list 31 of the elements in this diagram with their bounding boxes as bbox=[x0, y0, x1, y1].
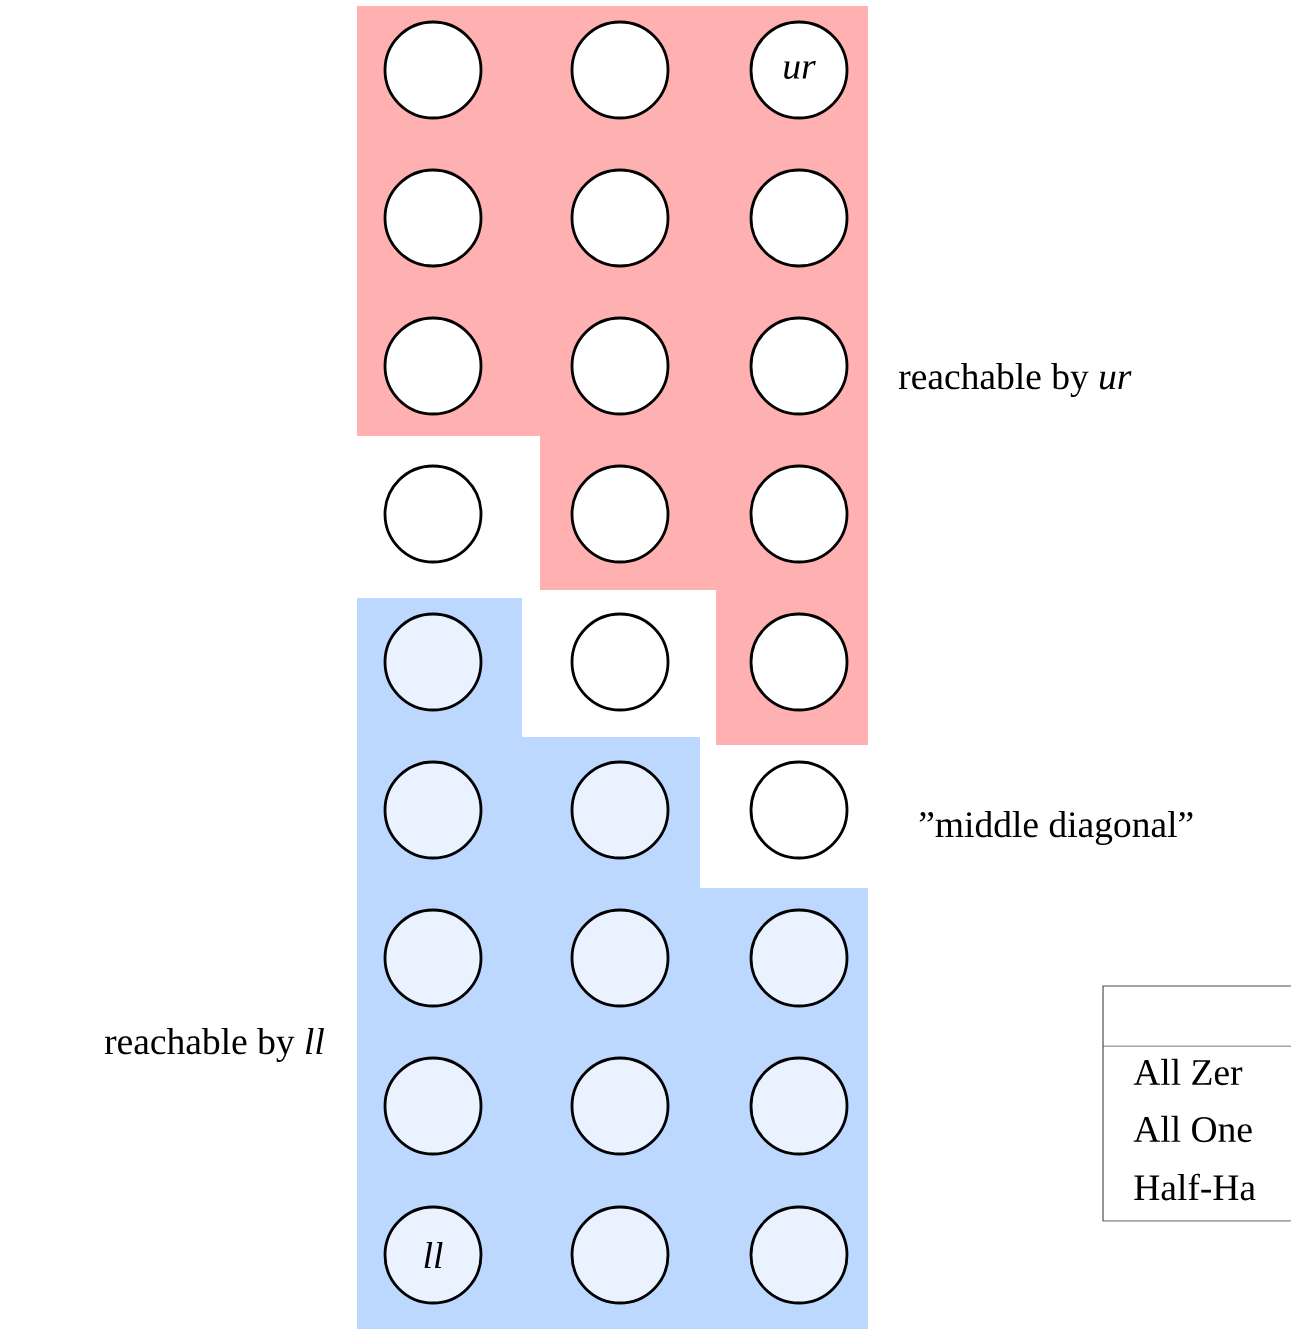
text-label: ”middle diagonal” bbox=[919, 810, 1193, 846]
circle bbox=[383, 20, 483, 120]
node-label: reachable by ll bbox=[104, 1027, 324, 1063]
circle bbox=[570, 316, 670, 416]
circle bbox=[749, 1056, 849, 1156]
circle bbox=[749, 168, 849, 268]
circle bbox=[570, 612, 670, 712]
circle bbox=[749, 464, 849, 564]
circle bbox=[570, 464, 670, 564]
circle bbox=[749, 612, 849, 712]
circle bbox=[383, 168, 483, 268]
circle bbox=[383, 612, 483, 712]
table-cell: All One bbox=[1133, 1115, 1252, 1143]
circle bbox=[383, 316, 483, 416]
circle bbox=[749, 908, 849, 1008]
circle bbox=[570, 908, 670, 1008]
circle bbox=[383, 908, 483, 1008]
circle bbox=[383, 1056, 483, 1156]
circle bbox=[383, 760, 483, 860]
node-label: reachable by ur bbox=[899, 362, 1132, 398]
circle bbox=[570, 168, 670, 268]
circle bbox=[570, 760, 670, 860]
table-cell: All Zer bbox=[1133, 1058, 1243, 1086]
circle bbox=[570, 1056, 670, 1156]
circle bbox=[749, 316, 849, 416]
circle bbox=[383, 464, 483, 564]
circle bbox=[570, 20, 670, 120]
table-cell: Half-Ha bbox=[1134, 1173, 1256, 1201]
circle bbox=[570, 1205, 670, 1305]
circle bbox=[749, 1205, 849, 1305]
circle bbox=[749, 760, 849, 860]
